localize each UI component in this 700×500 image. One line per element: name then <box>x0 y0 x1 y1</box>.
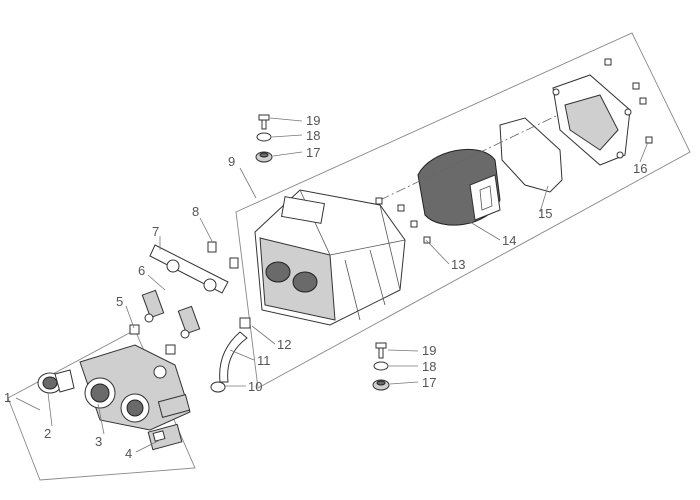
mount-grommet-lower-part <box>372 379 390 391</box>
filter-screw-parts <box>375 197 431 244</box>
callout-15: 15 <box>538 206 552 221</box>
callout-8: 8 <box>192 204 199 219</box>
callout-7: 7 <box>152 224 159 239</box>
breather-hose-part <box>219 331 248 383</box>
callout-19-lower: 19 <box>422 343 436 358</box>
callout-3: 3 <box>95 434 102 449</box>
callout-9: 9 <box>228 154 235 169</box>
airbox-housing-part <box>254 189 406 326</box>
callout-19-upper: 19 <box>306 113 320 128</box>
callout-17-lower: 17 <box>422 375 436 390</box>
callout-2: 2 <box>44 426 51 441</box>
leader-lines <box>15 117 649 453</box>
air-filter-element-part <box>417 148 501 226</box>
callout-1: 1 <box>4 390 11 405</box>
injector-clip-parts <box>129 324 176 355</box>
throttle-body-part <box>79 344 191 431</box>
fuel-injector-right-part <box>177 305 201 339</box>
sensor-part <box>147 423 183 451</box>
intake-rubber-part <box>37 369 75 394</box>
cover-screw-parts <box>604 58 653 144</box>
mount-washer-lower-part <box>373 361 389 371</box>
callout-14: 14 <box>502 233 516 248</box>
mount-screw-lower-part <box>375 342 387 359</box>
rail-bolt-parts <box>207 241 239 269</box>
callout-18-lower: 18 <box>422 359 436 374</box>
airbox-gasket-part <box>499 117 563 193</box>
airbox-cover-part <box>552 74 632 166</box>
callout-5: 5 <box>116 294 123 309</box>
hose-nipple-part <box>239 317 251 329</box>
mount-grommet-upper-part <box>255 151 273 163</box>
fuel-injector-left-part <box>141 289 165 323</box>
callout-13: 13 <box>451 257 465 272</box>
fuel-rail-part <box>149 244 229 294</box>
callout-11: 11 <box>257 353 271 368</box>
mount-washer-upper-part <box>256 132 272 142</box>
callout-10: 10 <box>248 379 262 394</box>
callout-18-upper: 18 <box>306 128 320 143</box>
throttle-body-group-boundary <box>7 329 196 481</box>
callout-17-upper: 17 <box>306 145 320 160</box>
callout-16: 16 <box>633 161 647 176</box>
hose-clamp-part <box>210 381 226 393</box>
mount-screw-upper-part <box>258 114 270 130</box>
callout-4: 4 <box>125 446 132 461</box>
callout-6: 6 <box>138 263 145 278</box>
airbox-group-boundary <box>235 32 691 389</box>
callout-12: 12 <box>277 337 291 352</box>
